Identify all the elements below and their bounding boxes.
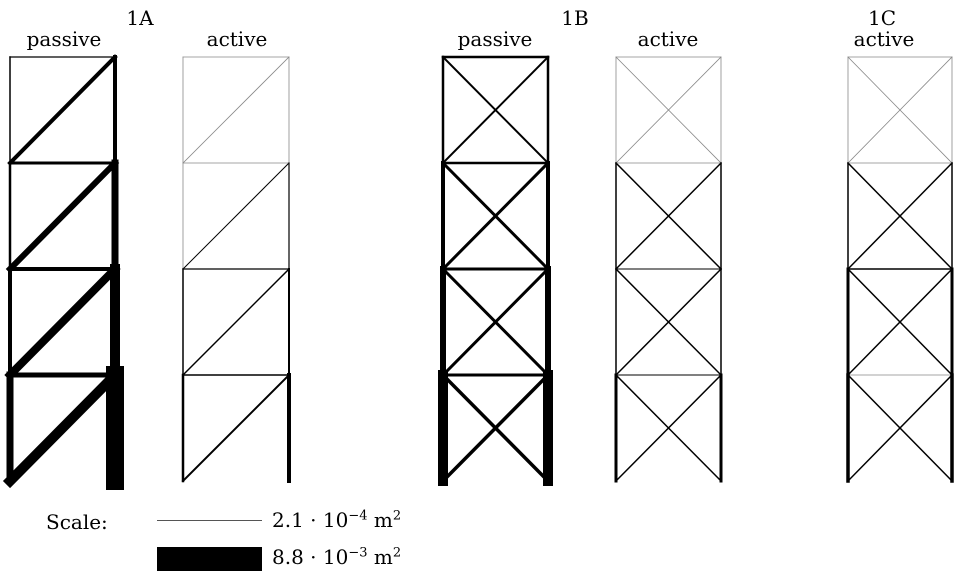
scale-thin-value: 2.1 · 10−4 m2 [272,508,402,532]
tower-1C-active-brace-b-2 [846,267,954,377]
scale-thick-value: 8.8 · 10−3 m2 [272,545,402,569]
tower-1A-passive-brace-1 [5,158,120,274]
tower-1A-active-brace-1 [182,162,290,270]
tower-1B-passive-brace-b-0 [441,55,550,165]
tower-1B-passive-brace-b-3 [440,372,551,484]
figure-label-1C: 1C [867,6,897,30]
tower-1C-active-brace-b-0 [847,56,953,164]
tower-1C-active-brace-b-3 [846,373,954,483]
scale-label: Scale: [46,510,108,534]
figure-label-1B: 1B [561,6,589,30]
tower-1B-active-brace-b-2 [614,267,723,377]
tower-1A-active-brace-0 [182,56,290,164]
tower-1B-passive-brace-b-2 [440,266,551,378]
tower-1A-active-brace-3 [181,373,291,483]
scale-thin-line [157,520,262,521]
tower-1C-active-brace-b-1 [846,161,954,271]
scale-thick-line [157,547,262,571]
figure-label-1A: 1A [126,6,154,30]
tower-1A-passive-brace-3 [2,367,123,489]
tower-1A-active-brace-2 [181,267,291,377]
tower-1B-passive-brace-b-1 [440,160,551,272]
tower-1B-active-brace-b-0 [615,56,722,164]
tower-1B-active-brace-b-3 [614,373,723,483]
tower-label-1A-active: active [206,27,268,51]
tower-1A-passive-brace-0 [7,54,118,166]
tower-1A-passive-brace-2 [4,263,121,381]
tower-label-1A-passive: passive [26,27,102,51]
tower-label-1B-passive: passive [457,27,533,51]
tower-1B-active-brace-b-1 [614,161,723,271]
tower-label-1C-active: active [853,27,915,51]
tower-label-1B-active: active [637,27,699,51]
